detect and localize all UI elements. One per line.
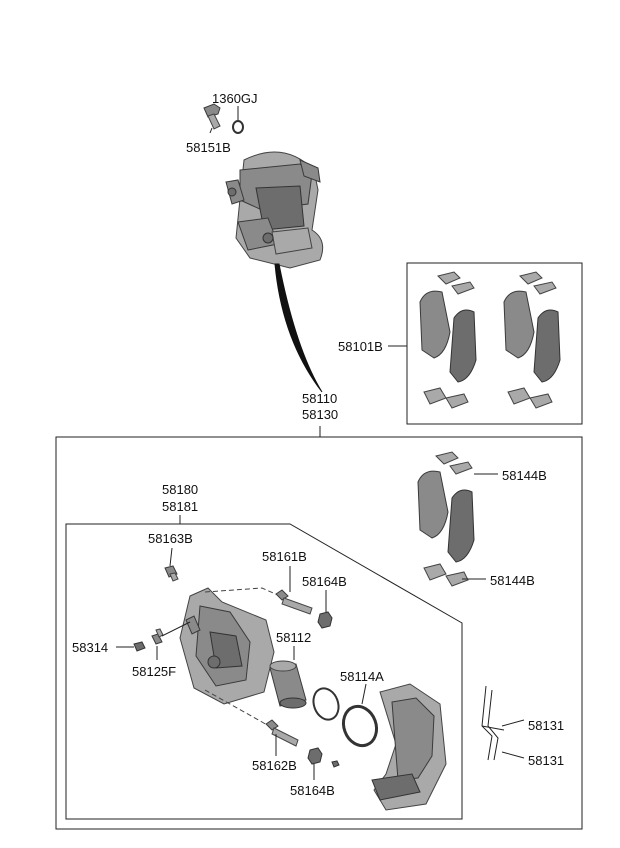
label-58180: 58180 [162, 482, 198, 497]
caliper-assembly-top [225, 151, 324, 269]
leader-58151B [209, 127, 213, 134]
cap-58164B-top [317, 611, 333, 629]
pad-kit-set-right [503, 271, 561, 409]
label-58114A: 58114A [340, 669, 384, 684]
label-58181: 58181 [162, 499, 198, 514]
label-58130: 58130 [302, 407, 338, 422]
label-1360GJ: 1360GJ [212, 91, 258, 106]
piston-58112 [269, 660, 307, 709]
label-58162B: 58162B [252, 758, 297, 773]
leader-58131-top [501, 719, 525, 727]
assembly-connector [274, 263, 323, 393]
label-58125F: 58125F [132, 664, 176, 679]
clips-58131 [481, 685, 505, 761]
bolt-58151B [203, 103, 221, 130]
pads-58144B [417, 451, 475, 587]
seal-ring-58114A [341, 704, 379, 748]
caliper-sub-box [65, 523, 463, 820]
leader-58114A [361, 683, 367, 705]
washer-1360GJ [232, 120, 244, 134]
main-assembly-box [55, 436, 583, 830]
pad-kit-set-left [419, 271, 477, 409]
pin-guide-upper [204, 587, 281, 597]
leader-58131-bottom [501, 751, 525, 759]
label-58110: 58110 [302, 391, 337, 406]
label-58131-top: 58131 [528, 718, 564, 733]
label-58161B: 58161B [262, 549, 307, 564]
guide-pin-58161B [275, 589, 313, 615]
label-58164B-bottom: 58164B [290, 783, 335, 798]
label-58164B-top: 58164B [302, 574, 347, 589]
cap-58164B-bottom [307, 747, 340, 768]
bleeder-58125F [151, 628, 164, 645]
label-58101B: 58101B [338, 339, 383, 354]
label-58144B-bottom: 58144B [490, 573, 535, 588]
seal-ring-small [312, 687, 340, 721]
leader-58163B [169, 547, 173, 567]
label-58151B: 58151B [186, 140, 231, 155]
caliper-body [179, 587, 275, 705]
label-58112: 58112 [276, 630, 311, 645]
label-58144B-top: 58144B [502, 468, 547, 483]
pad-kit-box [406, 262, 583, 425]
bleeder-58163B [164, 565, 179, 582]
label-58314: 58314 [72, 640, 108, 655]
label-58131-bottom: 58131 [528, 753, 564, 768]
cap-58314 [133, 641, 146, 652]
leader-58125F-link [161, 621, 191, 637]
label-58163B: 58163B [148, 531, 193, 546]
caliper-bracket [371, 683, 447, 811]
guide-pin-58162B [265, 719, 299, 747]
